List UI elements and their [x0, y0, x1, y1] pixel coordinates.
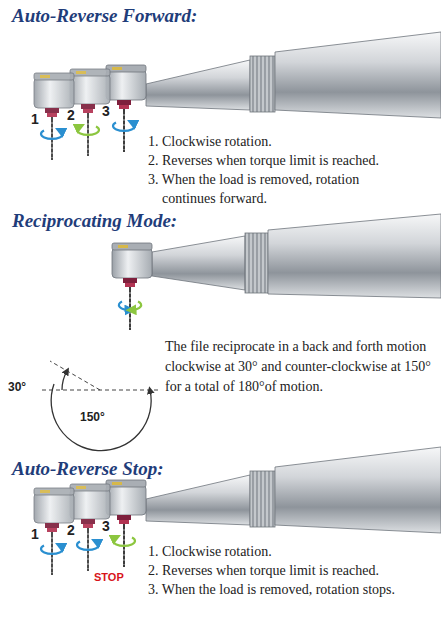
step-text: 3. When the load is removed, rotation st…: [148, 580, 410, 599]
stop-label: STOP: [94, 571, 124, 584]
auto-reverse-forward-figure: [34, 32, 441, 160]
step-text: 3. When the load is removed, rotation co…: [148, 170, 410, 208]
step-text: 1. Clockwise rotation.: [148, 542, 410, 561]
section-heading: Auto-Reverse Forward:: [12, 4, 197, 28]
callout-number: 2: [67, 522, 75, 538]
angle-label: 30°: [8, 380, 26, 395]
callout-number: 3: [102, 518, 110, 534]
description-text: The file reciprocate in a back and forth…: [165, 337, 435, 397]
step-text: 2. Reverses when torque limit is reached…: [148, 561, 410, 580]
callout-number: 3: [102, 103, 110, 119]
section-heading: Auto-Reverse Stop:: [12, 457, 163, 481]
step-text: 1. Clockwise rotation.: [148, 132, 410, 151]
callout-number: 1: [31, 526, 39, 542]
section-heading: Reciprocating Mode:: [12, 209, 177, 233]
reciprocating-figure: [42, 214, 441, 451]
callout-number: 2: [67, 107, 75, 123]
step-text: 2. Reverses when torque limit is reached…: [148, 151, 410, 170]
angle-label: 150°: [80, 410, 105, 425]
callout-number: 1: [31, 111, 39, 127]
